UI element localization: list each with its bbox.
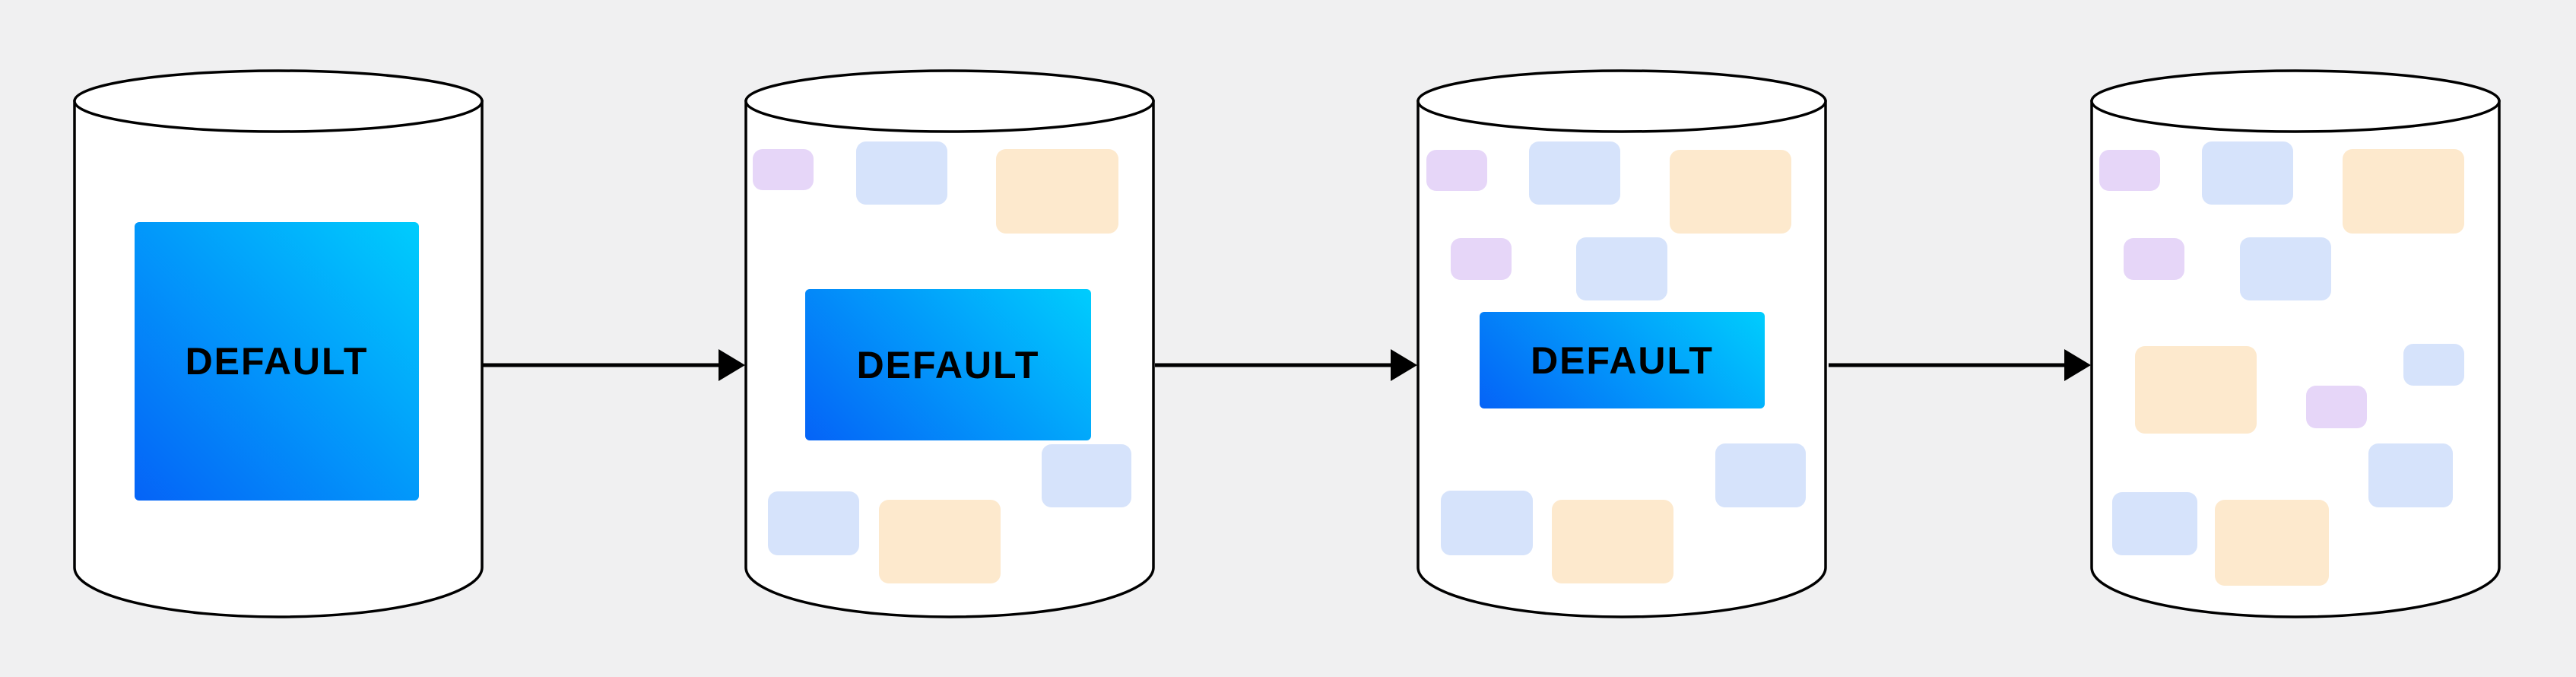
default-partition-box: DEFAULT [135, 222, 419, 501]
purple-fragment [2306, 386, 2367, 428]
blue-fragment [768, 491, 859, 555]
purple-fragment [753, 149, 814, 190]
default-partition-label: DEFAULT [185, 340, 369, 383]
blue-fragment [1715, 443, 1806, 507]
peach-fragment [2343, 149, 2464, 234]
peach-fragment [1670, 150, 1791, 234]
cylinder-stage: DEFAULT [744, 69, 1156, 625]
peach-fragment [2135, 346, 2257, 434]
peach-fragment [879, 500, 1001, 583]
peach-fragment [996, 149, 1118, 234]
blue-fragment [2403, 344, 2464, 386]
default-partition-label: DEFAULT [856, 343, 1040, 386]
cylinder-stage [2089, 69, 2501, 625]
peach-fragment [1552, 500, 1673, 583]
blue-fragment [2112, 492, 2197, 555]
default-partition-box: DEFAULT [805, 289, 1091, 440]
blue-fragment [1042, 444, 1131, 507]
blue-fragment [856, 141, 947, 205]
blue-fragment [2202, 141, 2293, 205]
peach-fragment [2215, 500, 2329, 586]
default-partition-label: DEFAULT [1531, 338, 1714, 382]
flow-arrow [1829, 349, 2091, 381]
purple-fragment [2099, 150, 2160, 191]
purple-fragment [1451, 238, 1512, 280]
default-partition-box: DEFAULT [1480, 312, 1765, 408]
flow-arrow [483, 349, 745, 381]
blue-fragment [1441, 491, 1533, 555]
blue-fragment [2368, 443, 2453, 507]
flow-arrow [1155, 349, 1417, 381]
blue-fragment [2240, 237, 2331, 300]
cylinder-content [2089, 69, 2501, 625]
purple-fragment [1426, 150, 1487, 191]
cylinder-content: DEFAULT [1416, 69, 1828, 625]
cylinder-content: DEFAULT [72, 69, 484, 625]
blue-fragment [1576, 237, 1667, 300]
cylinder-content: DEFAULT [744, 69, 1156, 625]
purple-fragment [2124, 238, 2184, 280]
cylinder-stage: DEFAULT [72, 69, 484, 625]
cylinder-stage: DEFAULT [1416, 69, 1828, 625]
blue-fragment [1529, 141, 1620, 205]
